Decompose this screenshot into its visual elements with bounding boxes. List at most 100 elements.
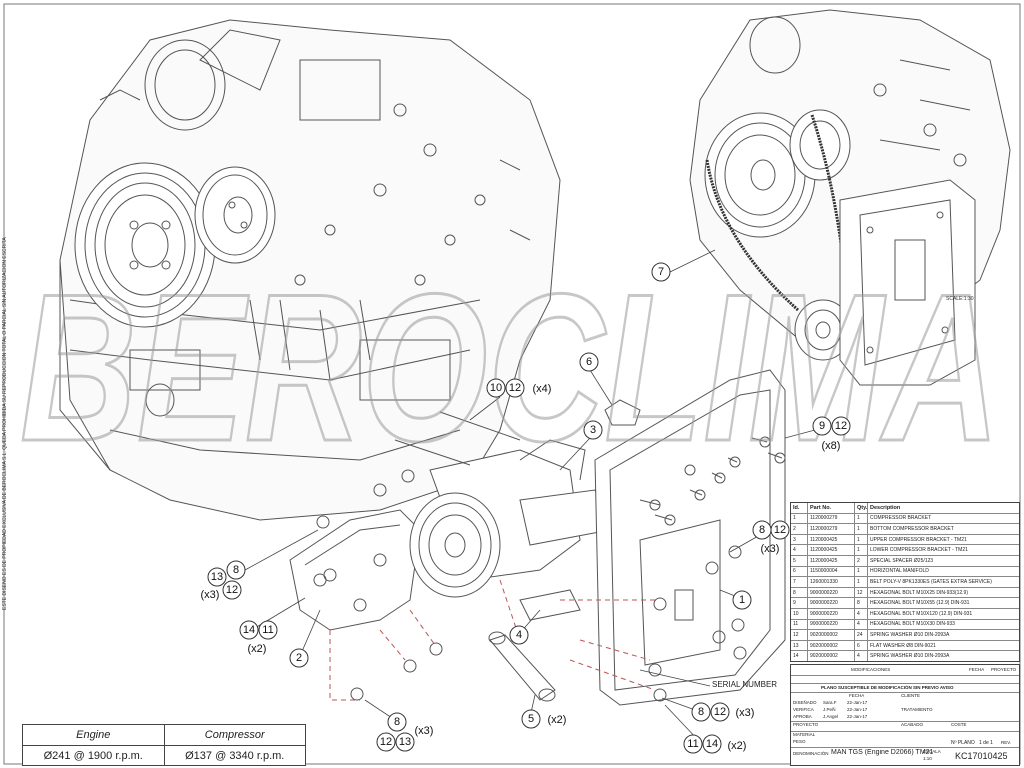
tb-acabado: ACABADO	[901, 722, 924, 727]
svg-text:14: 14	[706, 738, 718, 750]
svg-text:2: 2	[296, 652, 302, 664]
callout-12-f: 12	[376, 732, 396, 752]
callout-6: 6	[579, 352, 599, 372]
tb-row-0-date: 22-Jan-17	[847, 700, 868, 705]
tb-row-1-name: J.Peñi	[823, 707, 836, 712]
part-id: 9	[791, 598, 808, 608]
part-desc: FLAT WASHER Ø8 DIN-9021	[870, 642, 936, 649]
tb-row-1-date: 22-Jan-17	[847, 707, 868, 712]
perf-header-compressor: Compressor	[163, 725, 306, 745]
parts-header-row: Id. Part No. Qty. Description	[791, 503, 1019, 513]
svg-text:3: 3	[590, 424, 596, 436]
part-desc: HEXAGONAL BOLT M10X25 DIN-933(12.9)	[870, 589, 969, 596]
tb-tratamiento: TRATAMIENTO	[901, 707, 933, 712]
callout-14-b: 14	[702, 734, 722, 754]
part-desc: HEXAGONAL BOLT M10X120 (12.9) DIN-931	[870, 610, 973, 617]
tb-description: MAN TGS (Engine D2066) TM21	[831, 749, 934, 756]
part-qty: 2	[855, 555, 868, 566]
callout-10: 10	[486, 378, 506, 398]
svg-text:12: 12	[380, 736, 392, 748]
part-qty: 1	[855, 524, 868, 534]
part-number: 9020000002	[808, 630, 855, 640]
callout-12-d: 12	[222, 580, 242, 600]
tb-row-2-label: APROBA	[793, 714, 812, 719]
part-desc: HORIZONTAL MANIFOLD	[870, 568, 929, 575]
svg-text:8: 8	[698, 706, 704, 718]
parts-header-qty: Qty.	[857, 503, 868, 513]
part-qty: 6	[855, 640, 868, 651]
callout-13-b: 13	[395, 732, 415, 752]
tb-proyecto: PROYECTO	[991, 667, 1017, 672]
engine-pulley-value: Ø241 @ 1900 r.p.m.	[43, 750, 143, 762]
tb-plano: Nº PLANO	[951, 740, 975, 746]
serial-number-label: SERIAL NUMBER	[712, 680, 778, 689]
callout-8-b: 8	[226, 560, 246, 580]
svg-text:12: 12	[835, 420, 847, 432]
callout-qty-x3-a: (x3)	[761, 543, 780, 555]
svg-text:12: 12	[226, 584, 238, 596]
part-qty: 4	[855, 608, 868, 619]
part-number: 1120000279	[808, 513, 855, 524]
part-id: 8	[791, 587, 808, 598]
callout-8-a: 8	[752, 520, 772, 540]
part-qty: 12	[855, 587, 868, 598]
part-qty: 1	[855, 545, 868, 555]
svg-text:1: 1	[739, 594, 745, 606]
callout-13-a: 13	[207, 567, 227, 587]
tb-coste: COSTE	[951, 722, 967, 727]
tb-sheet: 1 de 1	[979, 740, 993, 746]
tb-row-0-label: DISEÑADO	[793, 700, 817, 705]
part-desc: HEXAGONAL BOLT M10X30 DIN-933	[870, 621, 955, 628]
callout-qty-x2-a: (x2)	[248, 643, 267, 655]
part-number: 9000000220	[808, 619, 855, 630]
callout-qty-x8: (x8)	[822, 440, 841, 452]
tb-modifications: MODIFICACIONES	[851, 667, 891, 672]
callout-qty-x2-c: (x2)	[728, 740, 747, 752]
svg-text:11: 11	[262, 624, 273, 636]
assembled-inset-view	[689, 9, 1011, 386]
tb-header-fecha: FECHA	[849, 693, 865, 698]
tb-plan-note: PLANO SUSCEPTIBLE DE MODIFICACIÓN SIN PR…	[821, 685, 954, 690]
part-id: 6	[791, 566, 808, 577]
part-qty: 24	[855, 630, 868, 640]
part-number: 1150000004	[808, 566, 855, 577]
callout-7: 7	[651, 262, 671, 282]
svg-text:12: 12	[714, 706, 726, 718]
part-desc: BOTTOM COMPRESSOR BRACKET	[870, 525, 954, 532]
perf-value-row: Ø241 @ 1900 r.p.m. Ø137 @ 3340 r.p.m.	[23, 745, 305, 766]
svg-text:4: 4	[516, 629, 522, 641]
callout-12-b: 12	[831, 416, 851, 436]
part-number: 9000000220	[808, 598, 855, 608]
svg-text:13: 13	[399, 736, 411, 748]
callout-9: 9	[812, 416, 832, 436]
svg-text:6: 6	[586, 356, 592, 368]
part-desc: HEXAGONAL BOLT M10X55 (12.9) DIN-931	[870, 600, 970, 607]
svg-text:9: 9	[819, 420, 825, 432]
callout-12-c: 12	[770, 520, 790, 540]
part-desc: LOWER COMPRESSOR BRACKET - TM21	[870, 547, 968, 554]
svg-text:8: 8	[394, 716, 400, 728]
part-number: 9020000002	[808, 651, 855, 661]
callout-1: 1	[732, 590, 752, 610]
engine-compressor-table: Engine Compressor Ø241 @ 1900 r.p.m. Ø13…	[22, 724, 306, 766]
svg-text:13: 13	[211, 571, 223, 583]
svg-text:12: 12	[509, 382, 521, 394]
part-id: 5	[791, 555, 808, 566]
part-qty: 1	[855, 513, 868, 524]
tb-denominacion: DENOMINACIÓN	[793, 751, 829, 756]
part-number: 1260001330	[808, 577, 855, 587]
part-number: 1120000425	[808, 545, 855, 555]
tb-row-2-date: 22-Jan-17	[847, 714, 868, 719]
part-id: 2	[791, 524, 808, 534]
